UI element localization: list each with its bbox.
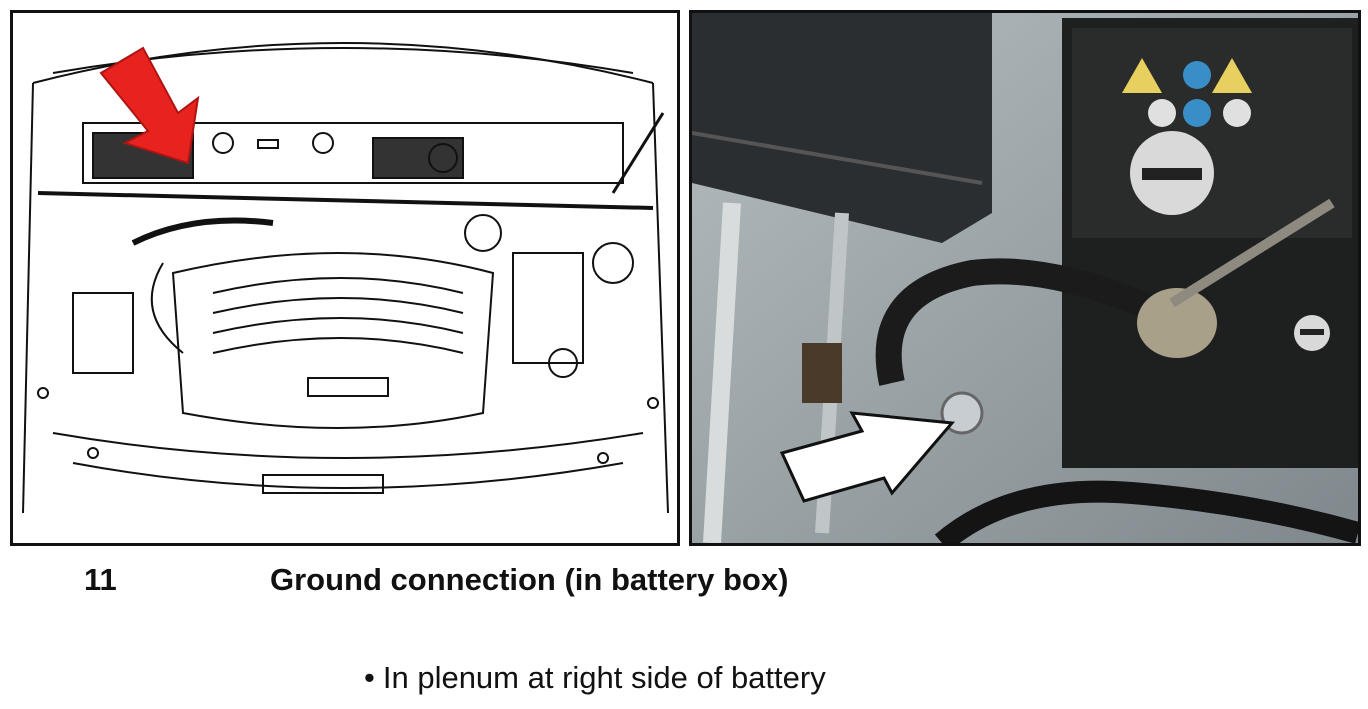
note-item: •In plenum at right side of battery: [364, 660, 826, 696]
figure-caption: 11 Ground connection (in battery box): [0, 562, 1368, 606]
battery-box-photo: [689, 10, 1361, 546]
figure-title: Ground connection (in battery box): [270, 562, 789, 597]
red-arrow-icon: [99, 46, 200, 165]
white-arrow-icon: [779, 411, 956, 503]
engine-bay-illustration: [22, 42, 669, 514]
battery-box-illustration: [692, 13, 1358, 543]
figure-number: 11: [84, 562, 117, 597]
engine-bay-line-drawing: [10, 10, 680, 546]
note-text: In plenum at right side of battery: [382, 660, 826, 695]
bullet-icon: •: [364, 660, 375, 695]
